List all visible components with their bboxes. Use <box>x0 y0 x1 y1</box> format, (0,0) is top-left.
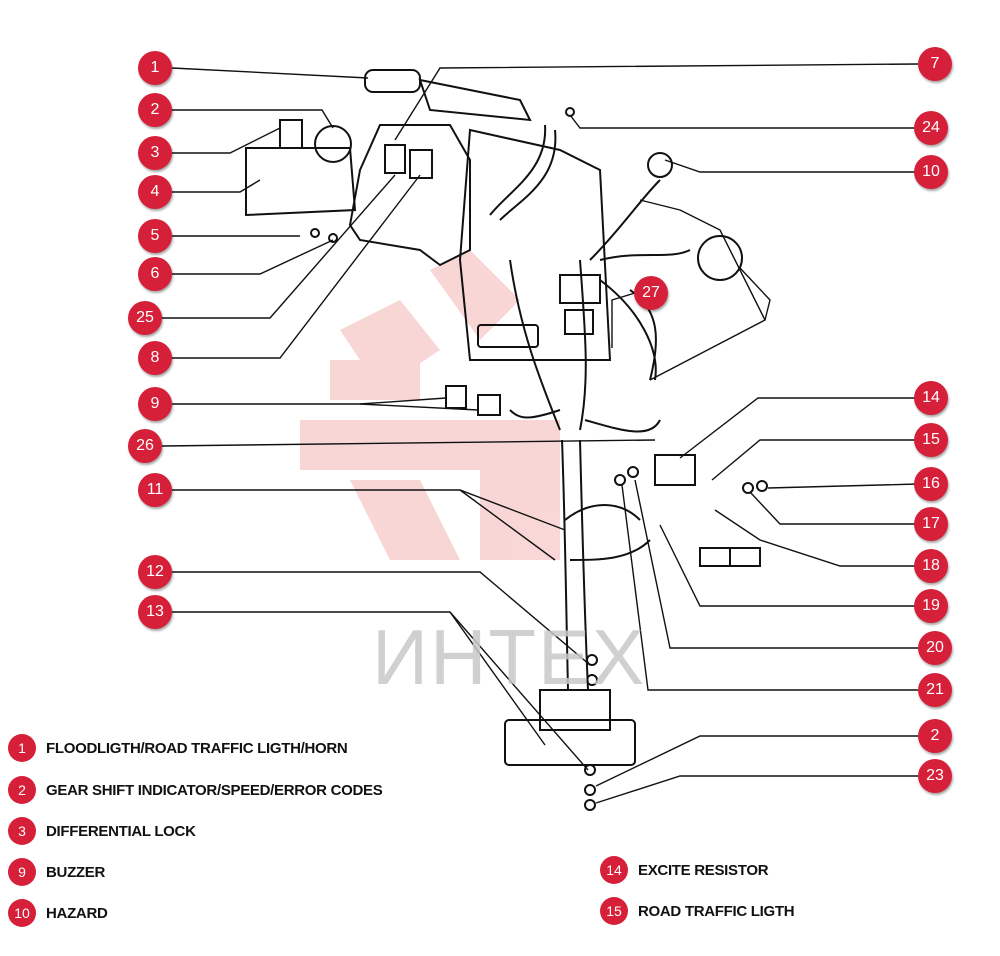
callout-badge: 20 <box>918 631 952 665</box>
legend-badge: 1 <box>8 734 36 762</box>
legend-item: 15 ROAD TRAFFIC LIGTH <box>600 897 795 925</box>
callout-badge: 24 <box>914 111 948 145</box>
legend-label: FLOODLIGTH/ROAD TRAFFIC LIGTH/HORN <box>46 739 348 757</box>
callout-badge: 7 <box>918 47 952 81</box>
callout-badge: 10 <box>914 155 948 189</box>
legend-badge: 9 <box>8 858 36 886</box>
callout-badge: 16 <box>914 467 948 501</box>
legend-item: 14 EXCITE RESISTOR <box>600 856 769 884</box>
dash-panel <box>245 69 768 811</box>
callout-badge: 9 <box>138 387 172 421</box>
callout-badge: 21 <box>918 673 952 707</box>
callout-badge: 6 <box>138 257 172 291</box>
legend-item: 2 GEAR SHIFT INDICATOR/SPEED/ERROR CODES <box>8 776 383 804</box>
callout-badge: 12 <box>138 555 172 589</box>
callout-badge: 26 <box>128 429 162 463</box>
legend-label: HAZARD <box>46 904 108 922</box>
legend-item: 10 HAZARD <box>8 899 108 927</box>
callout-badge: 19 <box>914 589 948 623</box>
callout-badge: 27 <box>634 276 668 310</box>
legend-badge: 14 <box>600 856 628 884</box>
callout-badge: 18 <box>914 549 948 583</box>
callout-badge: 4 <box>138 175 172 209</box>
legend-badge: 3 <box>8 817 36 845</box>
legend-badge: 15 <box>600 897 628 925</box>
callout-badge: 3 <box>138 136 172 170</box>
callout-badge: 17 <box>914 507 948 541</box>
callout-badge: 1 <box>138 51 172 85</box>
callout-badge: 2 <box>138 93 172 127</box>
legend-label: GEAR SHIFT INDICATOR/SPEED/ERROR CODES <box>46 781 383 799</box>
callout-badge: 13 <box>138 595 172 629</box>
legend-label: EXCITE RESISTOR <box>638 861 769 879</box>
callout-badge: 5 <box>138 219 172 253</box>
leader-lines <box>161 63 919 804</box>
callout-badge: 2 <box>918 719 952 753</box>
main-harness <box>489 124 691 691</box>
callout-badge: 14 <box>914 381 948 415</box>
legend-label: BUZZER <box>46 863 106 881</box>
callout-badge: 25 <box>128 301 162 335</box>
callout-badge: 23 <box>918 759 952 793</box>
legend-badge: 2 <box>8 776 36 804</box>
legend-label: DIFFERENTIAL LOCK <box>46 822 196 840</box>
legend-badge: 10 <box>8 899 36 927</box>
callout-badge: 11 <box>138 473 172 507</box>
watermark-text: ИНТЕХ <box>372 613 647 701</box>
legend-item: 9 BUZZER <box>8 858 105 886</box>
legend-item: 1 FLOODLIGTH/ROAD TRAFFIC LIGTH/HORN <box>8 734 348 762</box>
legend-item: 3 DIFFERENTIAL LOCK <box>8 817 196 845</box>
callout-badge: 15 <box>914 423 948 457</box>
legend-label: ROAD TRAFFIC LIGTH <box>638 902 795 920</box>
watermark-logo <box>300 250 560 560</box>
callout-badge: 8 <box>138 341 172 375</box>
